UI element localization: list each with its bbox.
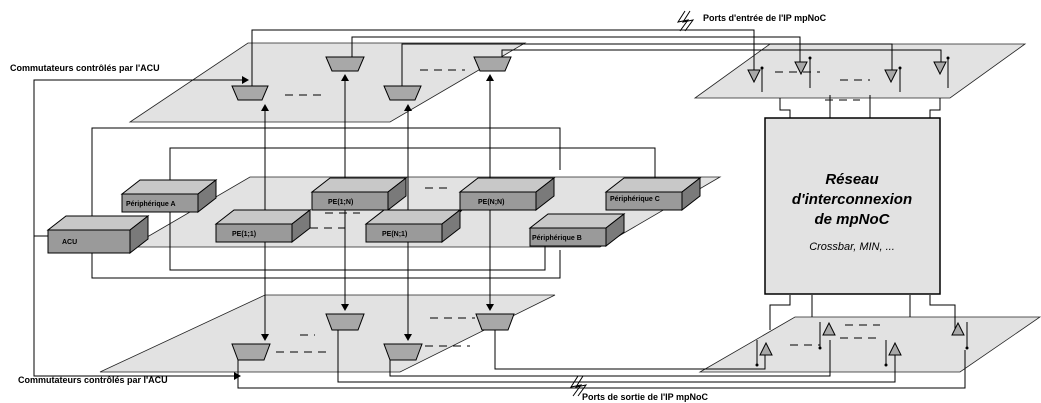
lightning-icon xyxy=(676,10,690,32)
switch-top-2 xyxy=(325,56,365,72)
switch-top-4 xyxy=(473,56,512,72)
peripheral-c-label: Périphérique C xyxy=(610,196,660,203)
bottom-switch-plane xyxy=(99,294,556,373)
bottom-switches xyxy=(231,313,515,361)
switch-bottom-4 xyxy=(475,313,515,331)
bottom-switches-label: Commutateurs contrôlés par l'ACU xyxy=(18,375,168,385)
lightning-icon xyxy=(574,375,588,397)
pe-11-block: PE(1;1) xyxy=(214,208,312,244)
pe-1n-block: PE(1;N) xyxy=(310,176,408,212)
interconnect-wires xyxy=(33,29,966,389)
peripheral-c-block: Périphérique C xyxy=(604,176,702,212)
input-ports-label: Ports d'entrée de l'IP mpNoC xyxy=(703,13,827,23)
peripheral-a-block: Périphérique A xyxy=(120,178,218,214)
pe-n1-block: PE(N;1) xyxy=(364,208,462,244)
switch-top-1 xyxy=(231,85,269,101)
switch-top-3 xyxy=(383,85,422,101)
network-subtitle: Crossbar, MIN, ... xyxy=(809,241,895,253)
network-title-line2: d'interconnexion xyxy=(792,191,912,208)
network-title-line1: Réseau xyxy=(825,171,878,188)
input-port-buffers xyxy=(747,56,950,92)
interconnect-network-box: Réseau d'interconnexion de mpNoC Crossba… xyxy=(764,117,941,295)
switch-bottom-3 xyxy=(383,343,423,361)
pe-nn-label: PE(N;N) xyxy=(478,199,504,206)
input-port-plane xyxy=(693,43,1027,99)
pe-1n-label: PE(1;N) xyxy=(328,199,353,206)
top-switches xyxy=(231,56,512,101)
pe-n1-label: PE(N;1) xyxy=(382,231,407,238)
switch-bottom-2 xyxy=(325,313,365,331)
lightning-icon xyxy=(681,10,695,32)
network-title-line3: de mpNoC xyxy=(815,211,891,228)
peripheral-a-label: Périphérique A xyxy=(126,201,176,208)
output-ports-label: Ports de sortie de l'IP mpNoC xyxy=(582,392,709,402)
pe-11-label: PE(1;1) xyxy=(232,231,256,238)
top-switch-plane xyxy=(128,42,527,123)
peripheral-b-block: Périphérique B xyxy=(528,212,626,248)
lightning-icon xyxy=(569,375,583,397)
output-port-buffers xyxy=(755,321,969,367)
switch-bottom-1 xyxy=(231,343,271,361)
top-switches-label: Commutateurs contrôlés par l'ACU xyxy=(10,63,160,73)
peripheral-b-label: Périphérique B xyxy=(532,235,582,242)
acu-block: ACU xyxy=(46,214,150,255)
output-port-plane xyxy=(698,316,1041,373)
acu-label: ACU xyxy=(62,239,77,246)
pe-nn-block: PE(N;N) xyxy=(458,176,556,212)
